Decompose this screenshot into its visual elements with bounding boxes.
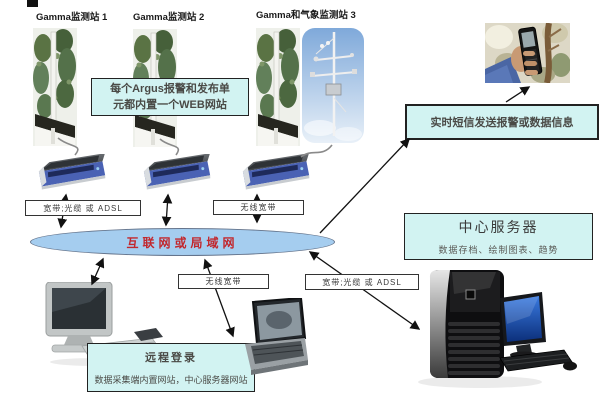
web-unit-line2: 元都内置一个WEB网站 — [113, 99, 227, 111]
wireless-label-top: 无线宽带 — [213, 200, 304, 215]
central-server-box: 中心服务器 数据存档、绘制图表、趋势 — [404, 213, 593, 260]
broadband-label-top: 宽带;光缆 或 ADSL — [25, 200, 141, 216]
cloud-laptop-arrow — [203, 258, 235, 338]
server-tower-with-monitor-photo — [418, 270, 577, 388]
cloud-desktop-arrow — [90, 257, 105, 286]
internet-lan-cloud: 互联网或局域网 — [30, 228, 335, 256]
weather-mast-photo — [302, 28, 364, 143]
modem2-cloud-arrow — [161, 193, 173, 227]
remote-login-subtitle: 数据采集端内置网站，中心服务器网站 — [94, 375, 248, 385]
corner-mark — [27, 0, 38, 7]
sms-alert-box: 实时短信发送报警或数据信息 — [405, 104, 599, 140]
modem-3-photo — [238, 154, 312, 192]
remote-login-title: 远程登录 — [145, 352, 197, 364]
wireless-label-bottom: 无线宽带 — [178, 274, 269, 289]
station-3-photo — [256, 28, 300, 146]
cloud-label: 互联网或局域网 — [126, 235, 239, 250]
central-server-title: 中心服务器 — [458, 219, 539, 235]
broadband-label-bottom: 宽带;光缆 或 ADSL — [305, 274, 419, 290]
hand-holding-mobile-phone-photo — [485, 23, 570, 83]
sms-alert-text: 实时短信发送报警或数据信息 — [430, 117, 574, 129]
station-3-label: Gamma和气象监测站 3 — [256, 10, 356, 21]
station-1-label: Gamma监测站 1 — [36, 12, 108, 23]
remote-login-box: 远程登录 数据采集端内置网站，中心服务器网站 — [87, 343, 255, 392]
station-2-label: Gamma监测站 2 — [133, 12, 205, 23]
cloud-sms-arrow — [319, 137, 411, 234]
modem-1-photo — [34, 154, 108, 192]
central-server-subtitle: 数据存档、绘制图表、趋势 — [438, 245, 559, 255]
desktop-computer-photo — [45, 282, 163, 366]
laptop-computer-photo — [245, 298, 308, 375]
web-unit-callout-box: 每个Argus报警和发布单 元都内置一个WEB网站 — [91, 78, 249, 116]
station-1-photo — [33, 28, 77, 146]
web-unit-line1: 每个Argus报警和发布单 — [110, 82, 230, 95]
modem-2-photo — [139, 154, 213, 192]
sms-phone-arrow — [505, 86, 531, 103]
